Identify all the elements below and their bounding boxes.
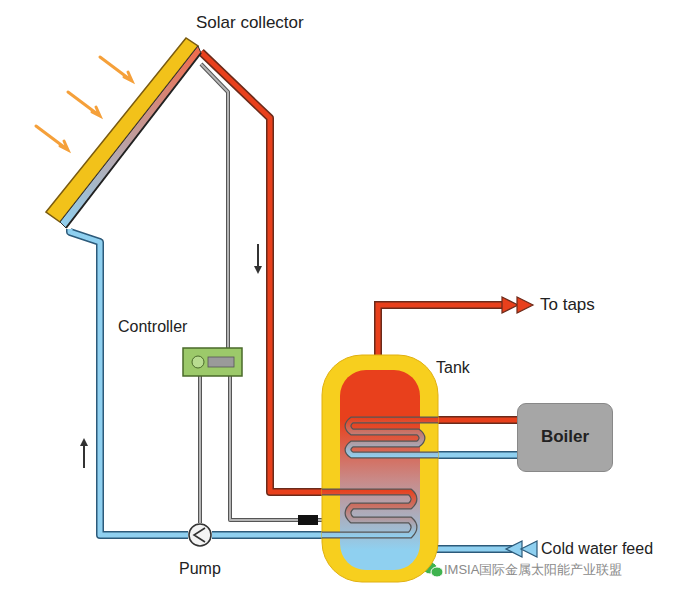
controller-box-drawing (183, 348, 242, 376)
pump-symbol: Pump (188, 523, 212, 547)
outlet-label: To taps (540, 295, 595, 315)
pipe (201, 52, 322, 492)
pipe (438, 420, 517, 421)
solar-collector-drawing (45, 38, 201, 229)
solar-collector: Solar collector (45, 38, 201, 229)
component-label: Solar collector (196, 13, 304, 33)
inlet-label: Cold water feed (541, 539, 653, 558)
pipe (438, 455, 517, 456)
component-label: Tank (436, 358, 470, 377)
storage-tank-drawing (322, 355, 438, 582)
pipe (70, 229, 188, 535)
flow-arrow (83, 442, 85, 468)
boiler-box: Boiler (517, 403, 613, 472)
flow-arrow (257, 244, 259, 270)
storage-tank: Tank (322, 355, 438, 582)
cold-water-pipe (425, 541, 537, 557)
pipe (212, 535, 322, 536)
control-wire (230, 376, 322, 520)
component-label: Controller (118, 317, 187, 336)
pump-symbol-drawing (188, 523, 212, 547)
tank-sensor (298, 515, 318, 525)
watermark: IMSIA国际金属太阳能产业联盟 (444, 562, 622, 578)
control-wire (201, 64, 228, 348)
control-wire (200, 376, 201, 523)
component-label: Pump (179, 559, 221, 578)
component-label: Boiler (541, 427, 589, 447)
controller-box: Controller (183, 348, 242, 376)
